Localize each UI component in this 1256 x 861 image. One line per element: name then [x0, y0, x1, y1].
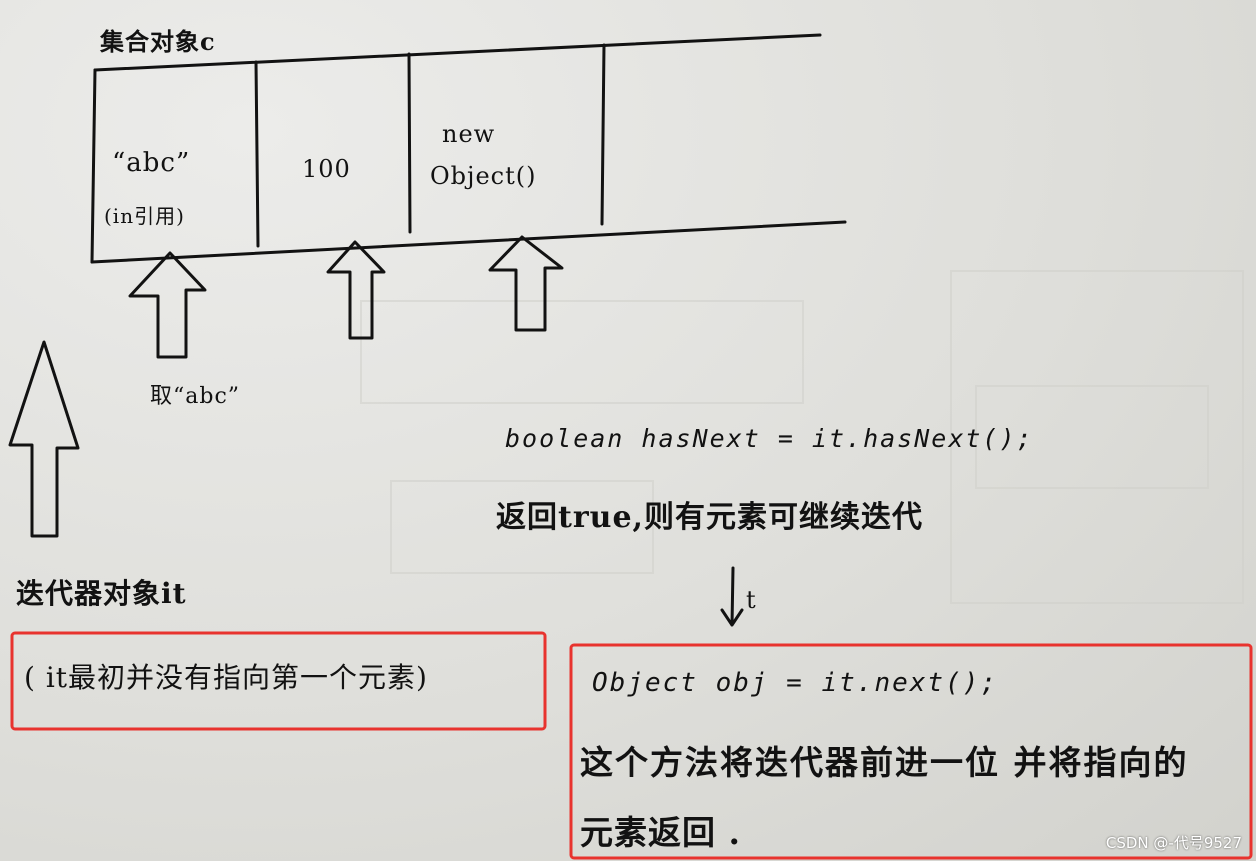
note-highlight-box [10, 631, 547, 731]
cell-divider [254, 60, 260, 248]
up-arrow-cell-1 [128, 251, 207, 359]
collection-bottom-line [90, 220, 847, 264]
take-abc-label: 取“abc” [150, 384, 241, 409]
up-arrow-iterator [8, 340, 80, 538]
cell-2-value: 100 [302, 155, 351, 183]
has-next-description: 返回true,则有元素可继续迭代 [496, 500, 924, 535]
cell-3-value-line1: new [442, 120, 496, 148]
up-arrow-cell-2 [326, 240, 386, 340]
step-mark: t [746, 586, 757, 614]
next-description-line2: 元素返回 . [580, 813, 741, 852]
iterator-label: 迭代器对象it [16, 577, 187, 610]
cell-1-value: “abc” [112, 148, 191, 178]
bleed-through-box [975, 385, 1209, 489]
collection-title: 集合对象c [100, 27, 216, 56]
cell-1-note: (in引用) [104, 204, 185, 228]
up-arrow-cell-3 [488, 235, 564, 332]
collection-top-line [93, 33, 822, 72]
cell-divider [600, 43, 606, 226]
bleed-through-box [360, 300, 804, 404]
down-arrow [720, 566, 744, 627]
collection-left-edge [90, 68, 97, 264]
bleed-through-box [950, 270, 1244, 604]
has-next-code: boolean hasNext = it.hasNext(); [505, 424, 1034, 453]
cell-divider [407, 52, 412, 234]
next-code: Object obj = it.next(); [592, 668, 999, 698]
next-highlight-box [569, 643, 1253, 860]
csdn-watermark: CSDN @-代号9527 [1105, 834, 1242, 852]
cell-3-value-line2: Object() [430, 162, 537, 190]
next-description-line1: 这个方法将迭代器前进一位 并将指向的 [580, 743, 1189, 782]
bleed-through-box [390, 480, 654, 574]
iterator-note: ( it最初并没有指向第一个元素) [24, 661, 428, 694]
